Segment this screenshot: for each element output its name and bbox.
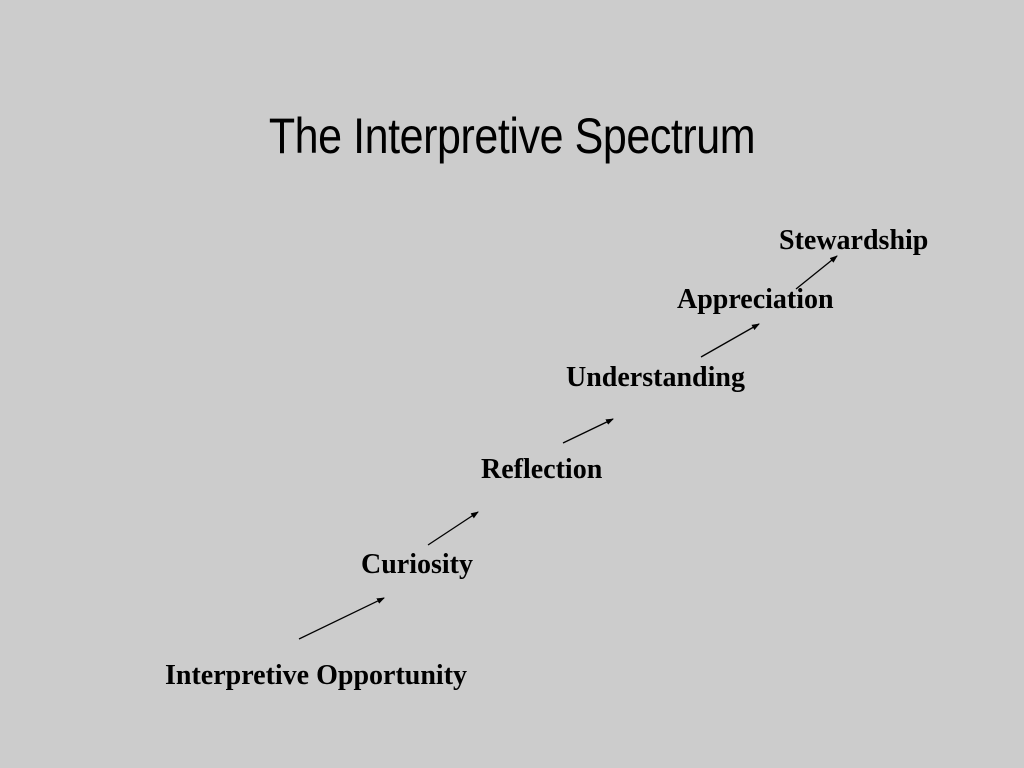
arrow-curiosity-to-reflection	[427, 511, 479, 546]
step-curiosity: Curiosity	[361, 549, 473, 580]
arrow-opportunity-to-curiosity	[298, 597, 385, 640]
arrow-understanding-to-appreciation	[700, 323, 760, 358]
step-understanding: Understanding	[566, 362, 745, 393]
step-appreciation: Appreciation	[677, 284, 834, 315]
slide-title: The Interpretive Spectrum	[268, 108, 756, 164]
step-reflection: Reflection	[481, 454, 603, 485]
step-interpretive-opportunity: Interpretive Opportunity	[165, 660, 468, 691]
arrow-reflection-to-understanding	[562, 418, 614, 444]
step-stewardship: Stewardship	[779, 225, 929, 256]
